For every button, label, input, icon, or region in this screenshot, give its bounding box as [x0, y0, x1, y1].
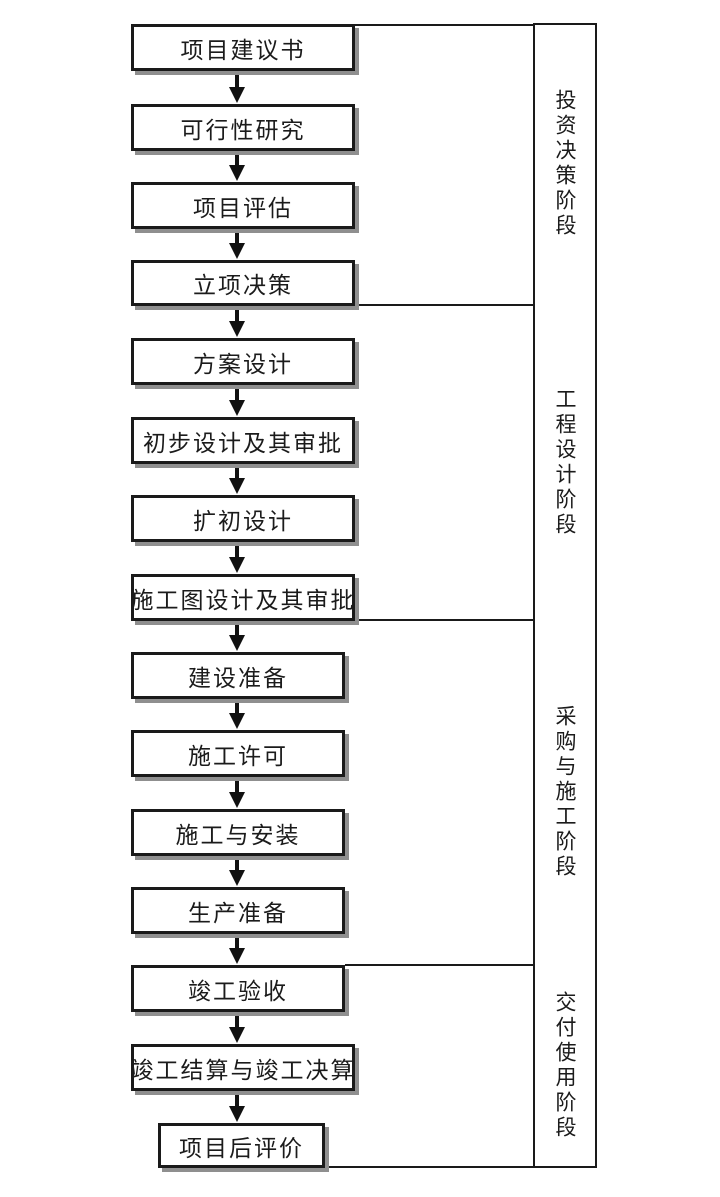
flow-step-scheme-design: 方案设计	[131, 338, 355, 385]
phase-label: 投资决策阶段	[553, 89, 577, 239]
flow-step-preliminary-design: 初步设计及其审批	[131, 417, 355, 464]
down-arrow-icon	[229, 243, 245, 259]
down-arrow-icon	[235, 305, 239, 324]
phase-divider-line	[345, 964, 597, 966]
flow-step-completion-settlement: 竣工结算与竣工决算	[131, 1044, 355, 1091]
flow-step-approval-decision: 立项决策	[131, 260, 355, 306]
flow-step-label: 项目建议书	[180, 37, 306, 63]
flow-step-construction-permit: 施工许可	[131, 730, 345, 777]
down-arrow-icon	[235, 384, 239, 403]
phase-label: 工程设计阶段	[553, 387, 577, 538]
flow-step-label: 项目评估	[193, 195, 293, 221]
phase-divider-line	[355, 619, 597, 621]
down-arrow-icon	[229, 165, 245, 181]
down-arrow-icon	[229, 870, 245, 886]
down-arrow-icon	[235, 1090, 239, 1109]
flow-step-completion-acceptance: 竣工验收	[131, 965, 345, 1012]
down-arrow-icon	[235, 228, 239, 246]
flow-step-feasibility-study: 可行性研究	[131, 104, 355, 151]
down-arrow-icon	[229, 635, 245, 651]
phase-section-investment-decision: 投资决策阶段	[533, 23, 597, 305]
flow-step-construction-drawing-design: 施工图设计及其审批	[131, 574, 355, 621]
phase-section-delivery-use: 交付使用阶段	[533, 965, 597, 1166]
flow-step-label: 生产准备	[188, 900, 288, 926]
flow-step-label: 初步设计及其审批	[143, 430, 343, 456]
phase-top-line	[355, 24, 597, 26]
phase-section-engineering-design: 工程设计阶段	[533, 305, 597, 620]
down-arrow-icon	[235, 463, 239, 481]
phase-divider-line	[355, 304, 597, 306]
down-arrow-icon	[229, 557, 245, 573]
phase-bottom-line	[325, 1166, 597, 1168]
flow-step-label: 施工许可	[188, 743, 288, 769]
down-arrow-icon	[229, 87, 245, 103]
down-arrow-icon	[235, 933, 239, 951]
phase-label: 交付使用阶段	[553, 990, 577, 1141]
down-arrow-icon	[235, 150, 239, 168]
phase-label: 采购与施工阶段	[553, 705, 577, 880]
down-arrow-icon	[229, 948, 245, 964]
down-arrow-icon	[235, 776, 239, 795]
flow-step-expanded-preliminary-design: 扩初设计	[131, 495, 355, 542]
flow-step-post-project-evaluation: 项目后评价	[158, 1123, 325, 1168]
down-arrow-icon	[235, 70, 239, 90]
down-arrow-icon	[229, 792, 245, 808]
down-arrow-icon	[229, 478, 245, 494]
flow-step-construction-installation: 施工与安装	[131, 809, 345, 856]
flow-step-label: 建设准备	[188, 665, 288, 691]
flow-step-label: 竣工结算与竣工决算	[130, 1057, 356, 1083]
phase-column	[533, 23, 597, 1168]
down-arrow-icon	[235, 855, 239, 873]
flow-step-label: 施工与安装	[175, 822, 301, 848]
down-arrow-icon	[229, 1027, 245, 1043]
flow-step-production-preparation: 生产准备	[131, 887, 345, 934]
down-arrow-icon	[229, 321, 245, 337]
flow-step-project-proposal: 项目建议书	[131, 24, 355, 71]
down-arrow-icon	[235, 541, 239, 560]
flow-step-construction-preparation: 建设准备	[131, 652, 345, 699]
flow-step-label: 方案设计	[193, 351, 293, 377]
down-arrow-icon	[235, 620, 239, 638]
flow-step-label: 扩初设计	[193, 508, 293, 534]
down-arrow-icon	[235, 1011, 239, 1030]
flow-step-project-evaluation: 项目评估	[131, 182, 355, 229]
flow-step-label: 项目后评价	[179, 1135, 304, 1161]
phase-section-procurement-construction: 采购与施工阶段	[533, 620, 597, 965]
flow-step-label: 竣工验收	[188, 978, 288, 1004]
down-arrow-icon	[229, 400, 245, 416]
down-arrow-icon	[229, 713, 245, 729]
flow-step-label: 施工图设计及其审批	[130, 587, 356, 613]
flow-step-label: 立项决策	[193, 273, 293, 298]
down-arrow-icon	[229, 1106, 245, 1122]
down-arrow-icon	[235, 698, 239, 716]
flow-step-label: 可行性研究	[180, 117, 306, 143]
